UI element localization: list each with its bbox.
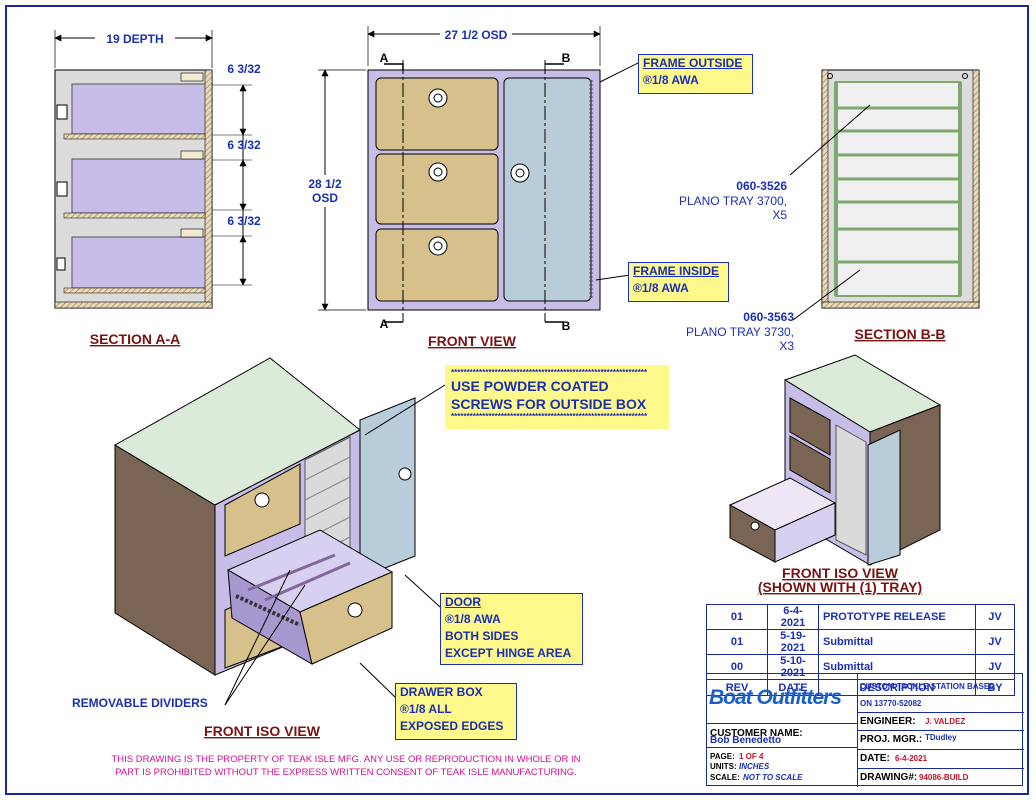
section-bb-view: 060-3526 PLANO TRAY 3700, X5 060-3563 PL… [679, 69, 980, 353]
by-cell: JV [975, 654, 1015, 680]
description-cell: Submittal [818, 654, 976, 680]
description-cell: Submittal [818, 629, 976, 655]
dividers-label: REMOVABLE DIVIDERS [72, 696, 208, 710]
rev-cell: 01 [706, 604, 768, 630]
frame-inside-spec: ®1/8 AWA [633, 281, 689, 295]
frame-inside-note: FRAME INSIDE ®1/8 AWA [628, 262, 729, 302]
spacing-label-middle: 6 3/32 [227, 138, 261, 152]
door-note: DOOR ®1/8 AWA BOTH SIDES EXCEPT HINGE AR… [440, 593, 583, 665]
height-unit-label: OSD [312, 191, 338, 205]
scale-label: SCALE: [710, 773, 740, 782]
revision-row: 01 6-4-2021 PROTOTYPE RELEASE JV [706, 604, 1015, 630]
drawing-label: DRAWING#: [860, 772, 918, 783]
drawer-note: DRAWER BOX ®1/8 ALL EXPOSED EDGES [395, 683, 517, 740]
front-iso-title: FRONT ISO VIEW [204, 723, 321, 739]
section-aa-title: SECTION A-A [90, 331, 180, 347]
front-view: 27 1/2 OSD 28 1/2 OSD A B A B FRONT VIEW [305, 26, 641, 349]
drawing-value: 94086-BUILD [919, 773, 969, 782]
page-label: PAGE: [710, 752, 735, 761]
page-value: 1 OF 4 [739, 752, 764, 761]
section-bb-title: SECTION B-B [855, 326, 946, 342]
rev-header: REV [706, 679, 768, 696]
by-cell: JV [975, 604, 1015, 630]
front-iso-tray-title: FRONT ISO VIEW [782, 565, 899, 581]
customer-value: Bob Benedetto [710, 735, 782, 746]
width-label: 27 1/2 OSD [445, 28, 508, 42]
date-value: 6-4-2021 [895, 754, 928, 763]
spacing-label-bottom: 6 3/32 [227, 214, 261, 228]
powder-coated-note: ****************************************… [445, 365, 669, 429]
title-block: Boat Outfitters CUSTOMER NAME: Bob Bened… [706, 673, 1024, 787]
disclaimer-line-2: PART IS PROHIBITED WITHOUT THE EXPRESS W… [115, 767, 577, 778]
height-label: 28 1/2 [308, 177, 342, 191]
tray1-part: 060-3526 [736, 179, 787, 193]
units-label: UNITS: [710, 762, 737, 771]
tray2-part: 060-3563 [743, 310, 794, 324]
by-cell: JV [975, 629, 1015, 655]
project-line-2: ON 13770-52082 [860, 699, 922, 708]
front-view-title: FRONT VIEW [428, 333, 517, 349]
frame-outside-spec: ®1/8 AWA [643, 73, 699, 87]
disclaimer-line-1: THIS DRAWING IS THE PROPERTY OF TEAK ISL… [111, 754, 581, 765]
stars-top: ****************************************… [451, 369, 648, 377]
engineer-value: J. VALDEZ [925, 717, 966, 726]
front-iso-tray-subtitle: (SHOWN WITH (1) TRAY) [758, 579, 922, 595]
door-spec: ®1/8 AWA [445, 612, 501, 626]
drawing-border [5, 5, 1029, 795]
section-aa-view: 19 DEPTH 6 3/32 6 3/32 6 3/32 SECTION A-… [54, 30, 261, 347]
door-title: DOOR [445, 595, 481, 609]
tray2-qty: X3 [779, 339, 794, 353]
description-cell: PROTOTYPE RELEASE [818, 604, 976, 630]
tray1-qty: X5 [772, 208, 787, 222]
project-line-1: CUSTOM TACKLE STATION BASED [860, 682, 995, 691]
cut-a-bottom: A [380, 317, 389, 331]
units-value: INCHES [739, 762, 770, 771]
tray1-desc: PLANO TRAY 3700, [679, 194, 787, 208]
disclaimer: THIS DRAWING IS THE PROPERTY OF TEAK ISL… [60, 753, 632, 779]
cut-b-bottom: B [562, 319, 571, 333]
drawer-spec: ®1/8 ALL [400, 702, 452, 716]
pm-value: TDudley [925, 733, 957, 742]
frame-outside-title: FRAME OUTSIDE [643, 56, 743, 70]
pm-label: PROJ. MGR.: [860, 734, 923, 745]
engineer-label: ENGINEER: [860, 716, 916, 727]
scale-value: NOT TO SCALE [743, 773, 803, 782]
rev-cell: 01 [706, 629, 768, 655]
door-except: EXCEPT HINGE AREA [445, 646, 572, 660]
customer-label: CUSTOMER NAME: [710, 728, 803, 739]
drawer-edges: EXPOSED EDGES [400, 719, 504, 733]
by-header: BY [975, 679, 1015, 696]
front-iso-tray-view: FRONT ISO VIEW (SHOWN WITH (1) TRAY) [728, 354, 942, 595]
revision-row: 00 5-10-2021 Submittal JV [706, 654, 1015, 680]
date-cell: 6-4-2021 [767, 604, 819, 630]
date-cell: 5-19-2021 [767, 629, 819, 655]
door-sides: BOTH SIDES [445, 629, 519, 643]
stars-bottom: ****************************************… [451, 413, 648, 421]
depth-label: 19 DEPTH [106, 32, 163, 46]
revision-row: 01 5-19-2021 Submittal JV [706, 629, 1015, 655]
date-label: DATE: [860, 753, 890, 764]
powder-line-2: SCREWS FOR OUTSIDE BOX [451, 396, 647, 412]
front-iso-view: REMOVABLE DIVIDERS FRONT ISO VIEW [72, 357, 446, 739]
revision-header-row: REV DATE DESCRIPTION BY [706, 679, 1015, 696]
cut-a-top: A [380, 51, 389, 65]
spacing-label-top: 6 3/32 [227, 62, 261, 76]
company-logo: Boat Outfitters [709, 686, 842, 709]
frame-inside-title: FRAME INSIDE [633, 264, 720, 278]
tray2-desc: PLANO TRAY 3730, [686, 325, 794, 339]
revision-table: 01 6-4-2021 PROTOTYPE RELEASE JV 01 5-19… [706, 604, 1015, 696]
drawer-title: DRAWER BOX [400, 685, 483, 699]
frame-outside-note: FRAME OUTSIDE ®1/8 AWA [638, 54, 753, 94]
powder-line-1: USE POWDER COATED [451, 378, 609, 394]
cut-b-top: B [562, 51, 571, 65]
